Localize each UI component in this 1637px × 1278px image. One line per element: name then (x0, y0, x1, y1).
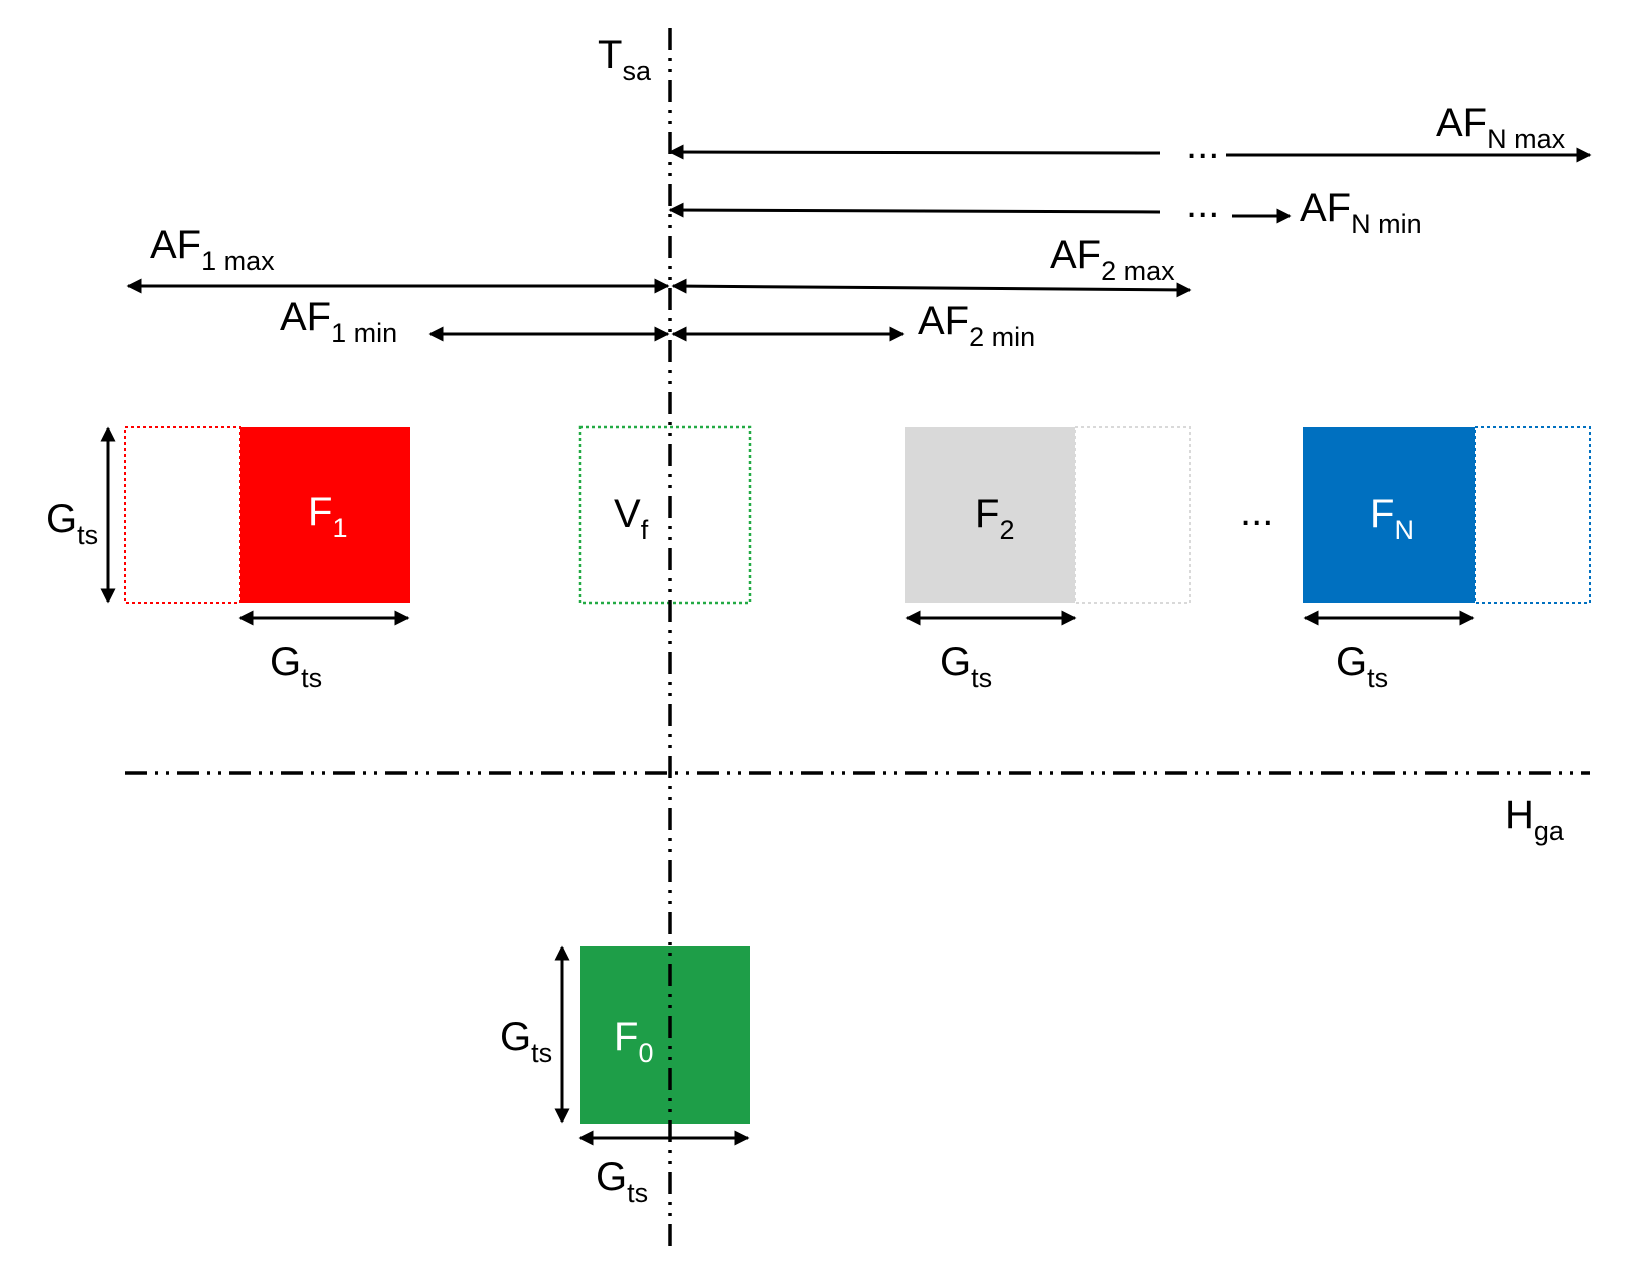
f2-label: F2 (975, 492, 1014, 545)
f1-width-label: Gts (270, 640, 322, 693)
af2-max-label: AF2 max (1050, 233, 1175, 286)
vertical-axis-label: Tsa (598, 33, 652, 86)
vf-label: Vf (614, 492, 649, 545)
fn-label: FN (1370, 492, 1414, 545)
f2-box (905, 427, 1075, 603)
af1-min-label: AF1 min (280, 295, 397, 348)
f0-box (580, 946, 750, 1124)
fn-ghost-box (1474, 426, 1591, 604)
f0-label: F0 (614, 1015, 653, 1068)
row-ellipsis: ... (1240, 490, 1273, 534)
afn-min-ellipsis: ... (1186, 182, 1219, 226)
horizontal-axis-label: Hga (1505, 793, 1565, 846)
afn-max-label: AFN max (1436, 101, 1566, 154)
fn-width-label: Gts (1336, 640, 1388, 693)
afn-max-arrow-left (668, 144, 1161, 160)
afn-min-label: AFN min (1300, 186, 1422, 239)
f2-ghost-box (1074, 426, 1191, 604)
f2-width-label: Gts (940, 640, 992, 693)
f1-height-label: Gts (46, 497, 98, 550)
f1-box (240, 427, 410, 603)
f0-width-label: Gts (596, 1155, 648, 1208)
afn-max-ellipsis: ... (1186, 123, 1219, 167)
f1-label: F1 (308, 490, 347, 543)
fn-box (1303, 427, 1475, 603)
vf-ghost-box (578, 425, 752, 605)
f1-ghost-box (124, 426, 241, 604)
af2-max-arrow (671, 278, 1192, 298)
afn-min-arrow-left (668, 202, 1161, 218)
f0-height-label: Gts (500, 1015, 552, 1068)
af2-min-label: AF2 min (918, 299, 1035, 352)
af1-max-label: AF1 max (150, 223, 275, 276)
